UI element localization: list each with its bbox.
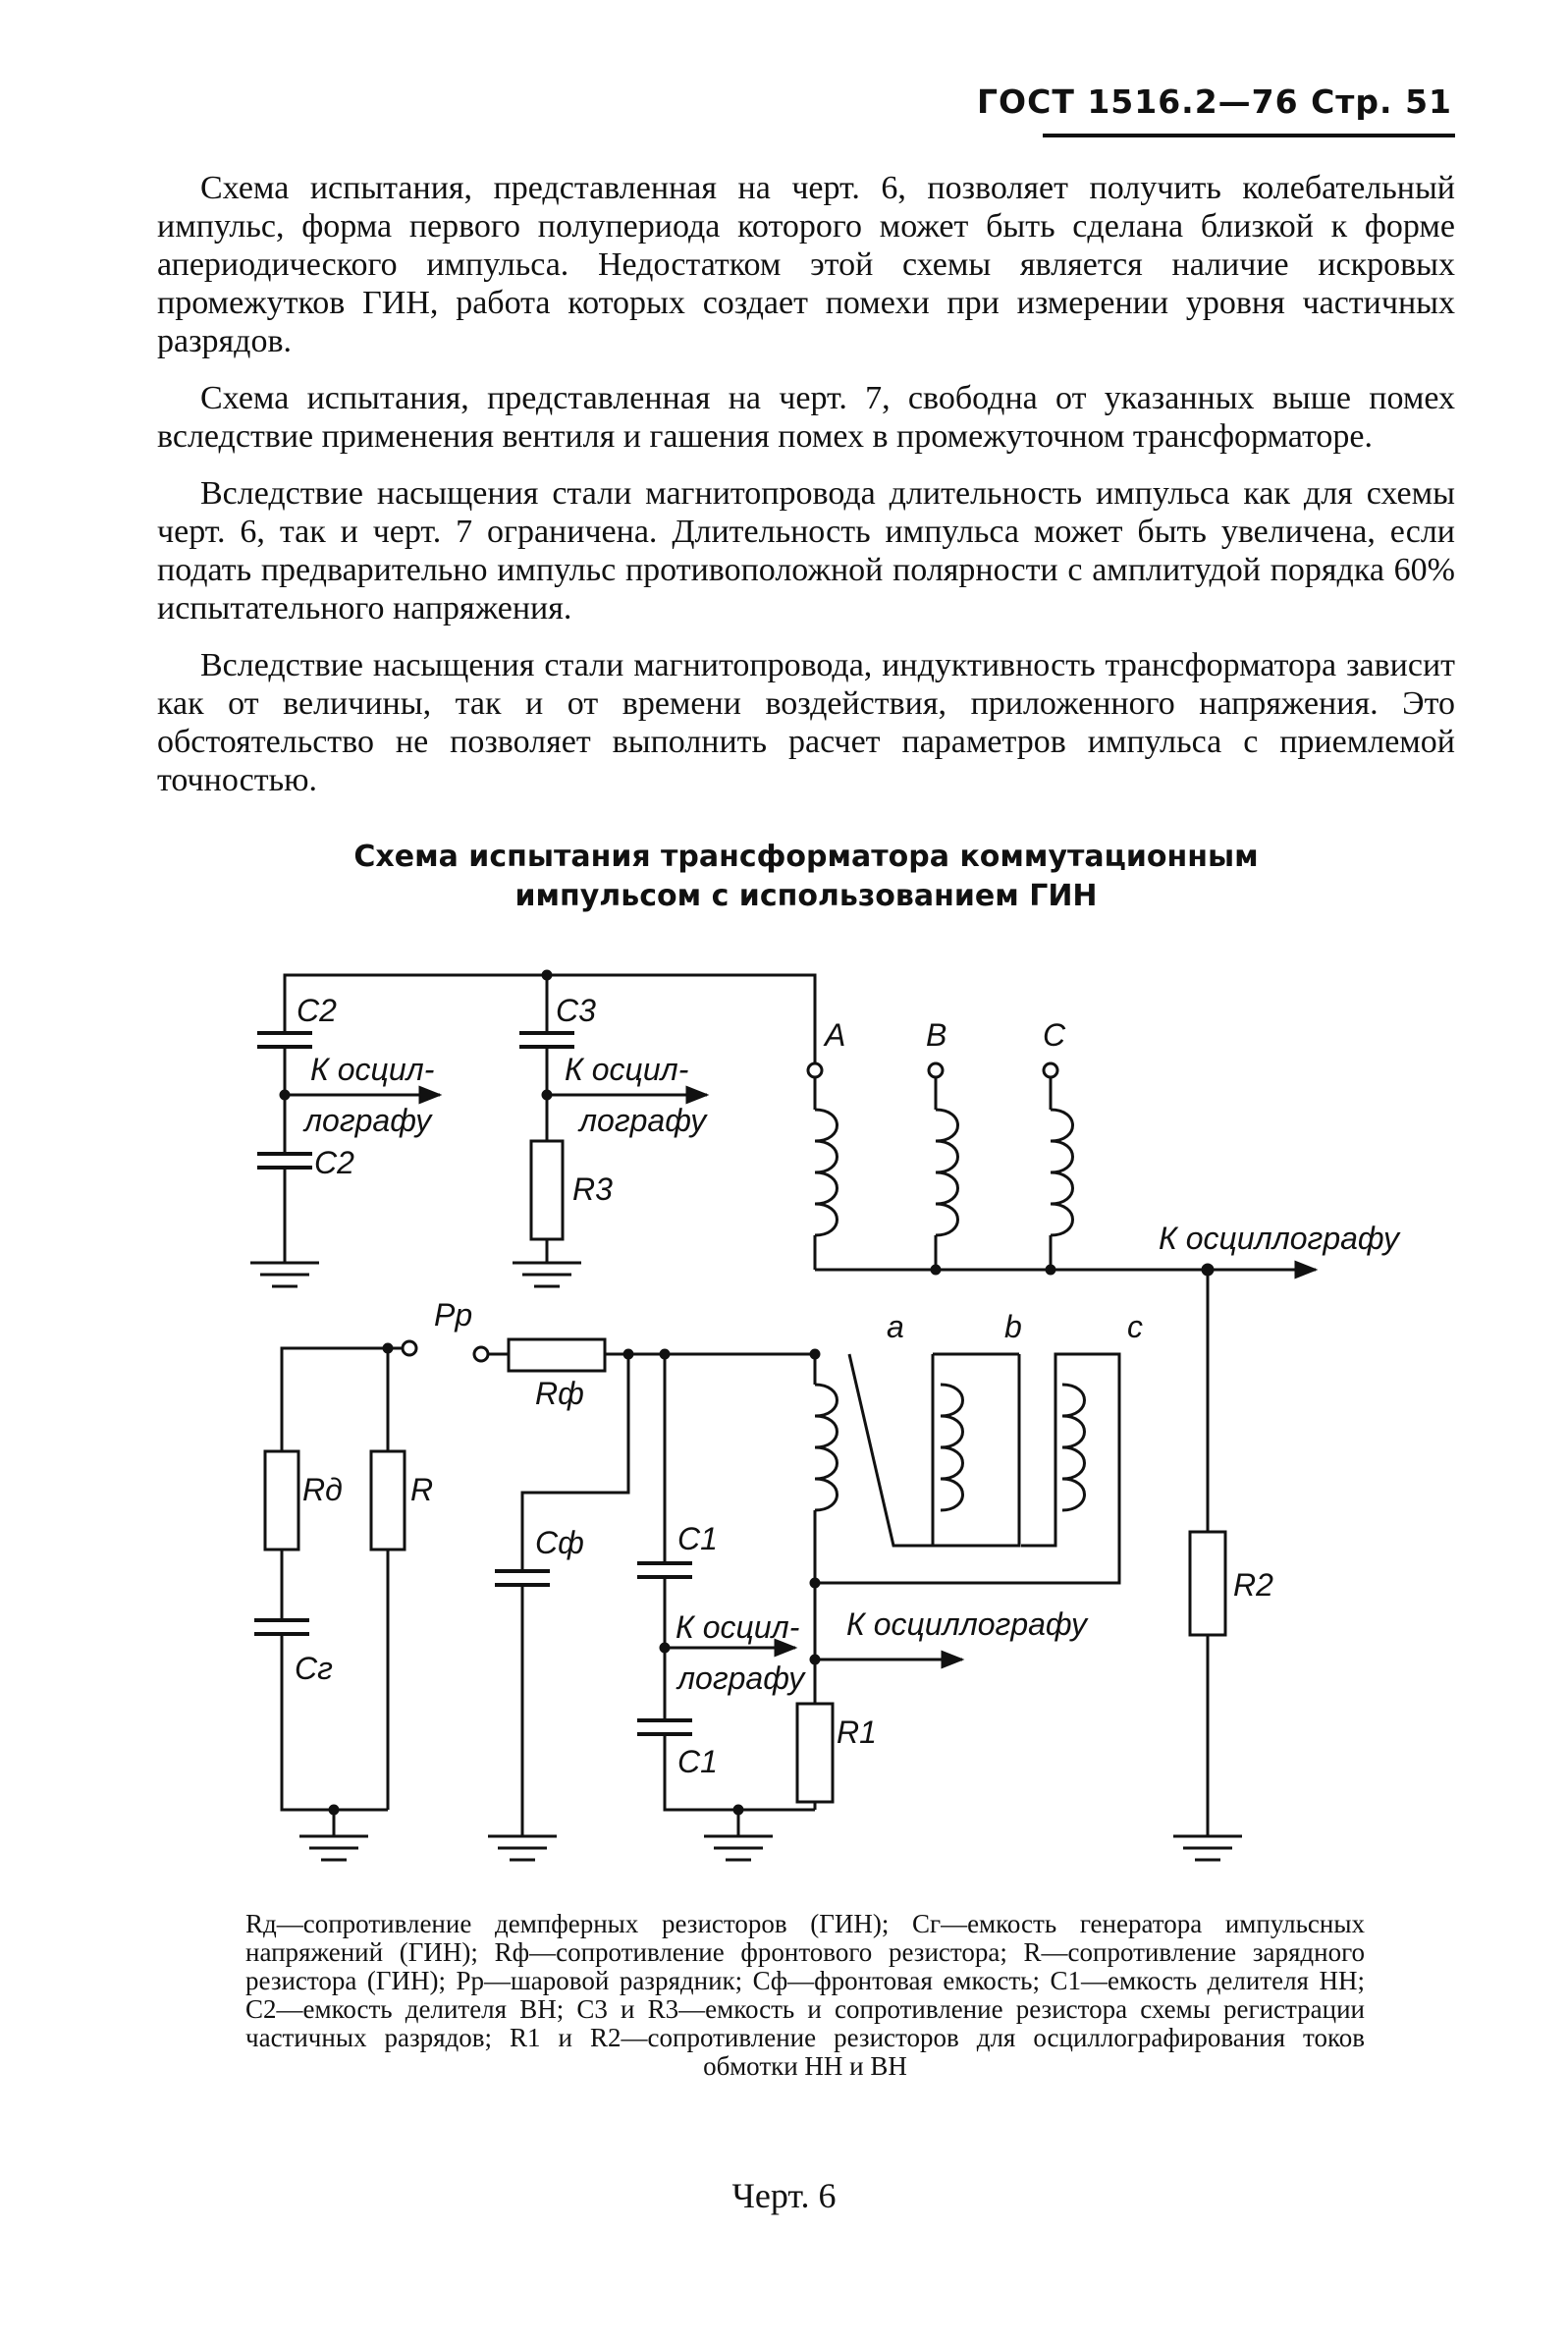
label-to-osc-2a: К осцил-: [565, 1052, 688, 1087]
label-to-osc-1b: лографу: [302, 1103, 433, 1138]
label-cg: Cг: [295, 1651, 333, 1686]
paragraph-3: Вследствие насыщения стали магнитопровод…: [157, 475, 1455, 626]
label-phase-B: B: [926, 1017, 946, 1053]
label-r3: R3: [572, 1171, 613, 1207]
label-r2: R2: [1233, 1567, 1273, 1603]
label-c1-top: C1: [677, 1521, 718, 1556]
lv-windings: [795, 1352, 1121, 1810]
label-phase-C: C: [1043, 1017, 1066, 1053]
label-to-osc-2b: лографу: [577, 1103, 708, 1138]
hv-windings: [806, 1061, 1319, 1279]
ground-symbol: [704, 1834, 773, 1862]
figure-caption: Rд—сопротивление демпферных резисторов (…: [245, 1909, 1365, 2081]
paragraph-4: Вследствие насыщения стали магнитопровод…: [157, 647, 1455, 798]
ground-symbol: [1173, 1834, 1242, 1862]
ground-symbol: [299, 1834, 368, 1862]
ground-symbol: [488, 1834, 557, 1862]
label-to-osc-hv: К осциллографу: [1159, 1221, 1401, 1256]
page-header: ГОСТ 1516.2—76 Стр. 51: [977, 82, 1452, 121]
ground-symbol: [250, 1261, 319, 1288]
label-phase-b: b: [1004, 1309, 1022, 1344]
label-phase-c: c: [1127, 1309, 1143, 1344]
label-pp: Pр: [434, 1297, 472, 1333]
paragraph-2: Схема испытания, представленная на черт.…: [157, 380, 1455, 455]
label-c3: C3: [556, 993, 596, 1028]
pd-circuit-c3-r3: [513, 969, 710, 1288]
shunt-r2: [1173, 1270, 1242, 1862]
figure-label: Черт. 6: [731, 2176, 837, 2215]
label-to-osc-lv: К осциллографу: [846, 1606, 1089, 1642]
label-phase-A: A: [823, 1017, 845, 1053]
label-to-osc-3b: лографу: [676, 1660, 806, 1696]
body-text: Схема испытания, представленная на черт.…: [157, 169, 1455, 818]
label-c2-bottom: C2: [314, 1145, 354, 1180]
label-c2-top: C2: [297, 993, 337, 1028]
label-rf: Rф: [535, 1376, 584, 1411]
figure-title: Схема испытания трансформатора коммутаци…: [157, 838, 1455, 916]
front-circuit: [488, 1337, 821, 1862]
label-r1: R1: [837, 1714, 877, 1750]
label-rd: Rд: [302, 1472, 343, 1507]
label-to-osc-3a: К осцил-: [676, 1609, 799, 1645]
ground-symbol: [513, 1261, 581, 1288]
label-cf: Cф: [535, 1525, 584, 1560]
figure-title-line-2: импульсом с использованием ГИН: [514, 879, 1098, 913]
label-c1-bottom: C1: [677, 1744, 718, 1779]
paragraph-1: Схема испытания, представленная на черт.…: [157, 170, 1455, 359]
label-phase-a: a: [887, 1309, 904, 1344]
label-to-osc-1a: К осцил-: [310, 1052, 434, 1087]
header-rule: [1043, 134, 1455, 137]
impulse-generator: [254, 1339, 490, 1862]
label-r: R: [410, 1472, 433, 1507]
figure-title-line-1: Схема испытания трансформатора коммутаци…: [353, 840, 1259, 874]
